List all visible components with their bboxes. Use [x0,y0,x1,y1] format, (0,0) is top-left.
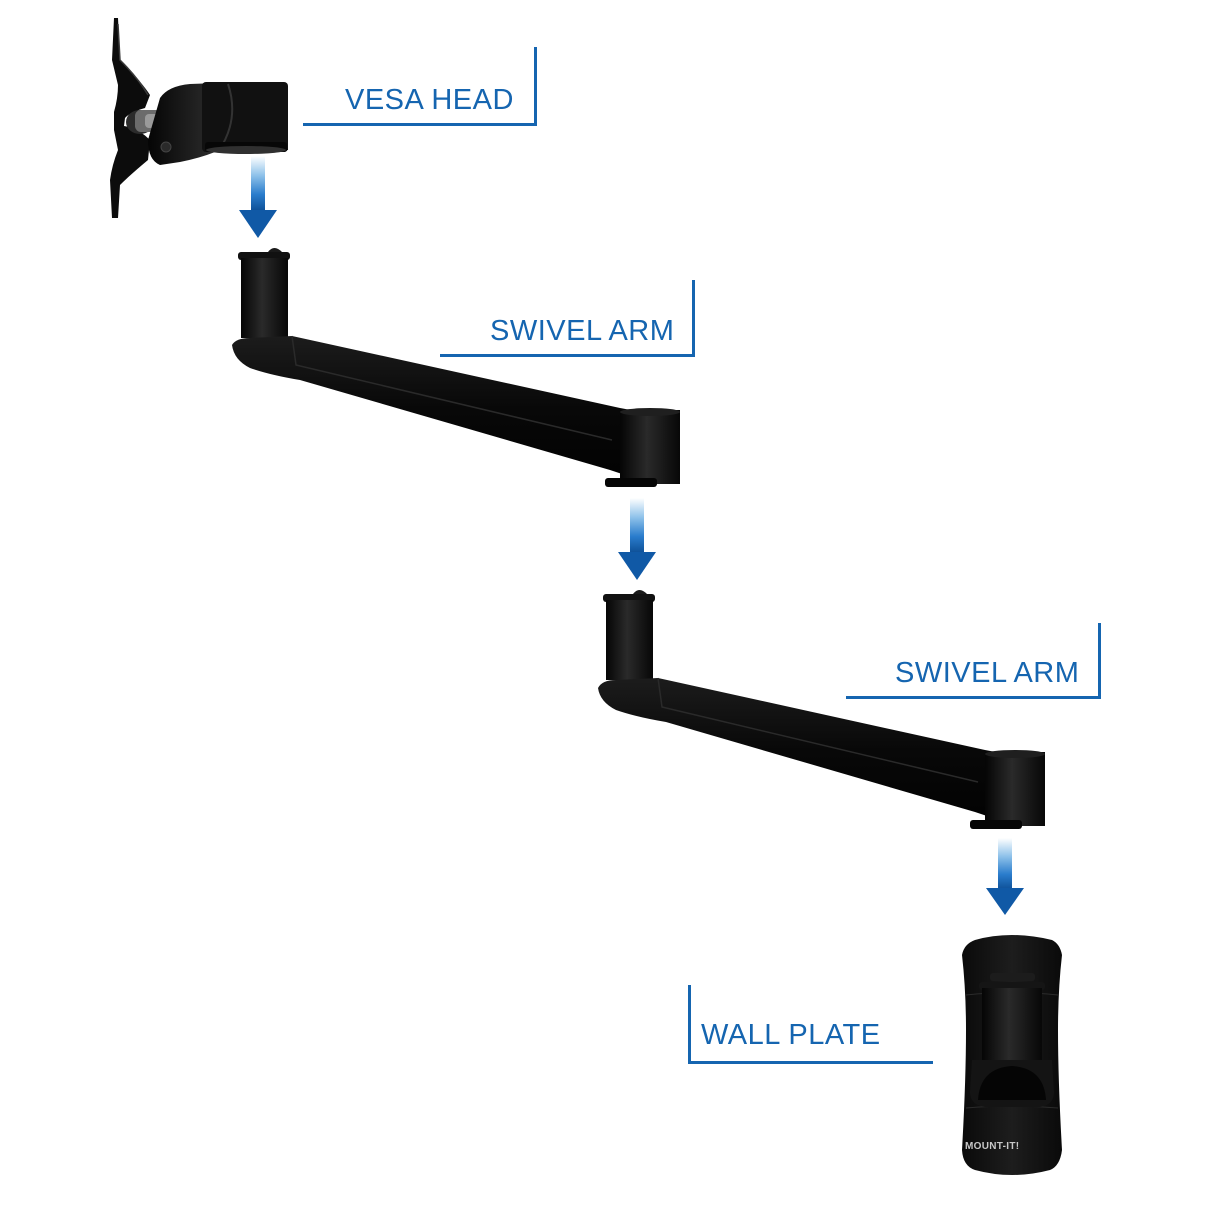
callout-bracket-vertical [692,280,695,357]
callout-bracket-horizontal [303,123,537,126]
callout-bracket-vertical [688,985,691,1064]
callout-bracket-vertical [1098,623,1101,699]
swivel-arm-1-label: SWIVEL ARM [490,315,675,347]
callout-bracket-vertical [534,47,537,126]
brand-logo: MOUNT-IT! [965,1141,1020,1152]
callout-bracket-horizontal [688,1061,933,1064]
swivel-arm-2-label: SWIVEL ARM [895,657,1080,689]
callout-bracket-horizontal [846,696,1101,699]
callout-bracket-horizontal [440,354,695,357]
vesa-head-label: VESA HEAD [345,84,514,116]
wall-plate-label: WALL PLATE [701,1019,881,1051]
